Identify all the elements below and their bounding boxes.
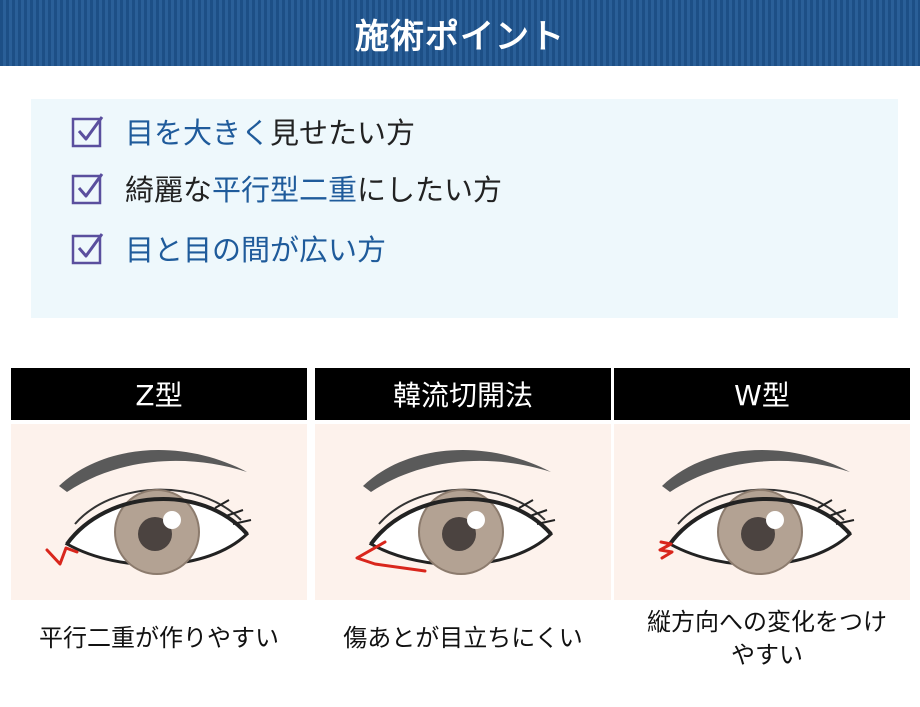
w-incision-mark (658, 540, 674, 560)
checkbox-checked-icon (71, 116, 104, 148)
panel-caption-korean: 傷あとが目立ちにくい (343, 624, 583, 652)
panel-title: Z型 (11, 368, 307, 420)
page-title: 施術ポイント (355, 16, 565, 57)
eyebrow (662, 450, 850, 492)
panel-title: W型 (614, 368, 910, 420)
checkbox-checked-icon (71, 233, 104, 265)
eye-drawing (658, 450, 855, 575)
panel-caption-w: 縦方向への変化をつけ やすい (614, 606, 920, 672)
plain-text: 綺麗な (125, 173, 213, 207)
eyebrow (363, 450, 551, 492)
plain-text: にしたい方 (357, 173, 503, 207)
upper-lash-line (65, 497, 249, 546)
highlighted-text: 平行型二重 (212, 173, 358, 207)
upper-lash-line (668, 497, 852, 546)
eye-illustration (11, 424, 307, 600)
panel-caption-z: 平行二重が作りやすい (39, 624, 279, 652)
eye-highlight (766, 511, 784, 529)
eye-highlight (467, 511, 485, 529)
caption-line: 縦方向への変化をつけ (647, 608, 887, 636)
korean-incision-mark (355, 540, 427, 573)
eye-illustration (315, 424, 611, 600)
plain-text: 見せたい方 (270, 116, 416, 150)
point-text: 目と目の間が広い方 (125, 227, 386, 269)
point-text: 綺麗な平行型二重にしたい方 (125, 167, 502, 209)
point-item-3: 目と目の間が広い方 (71, 228, 386, 268)
highlighted-text: 目を大きく (125, 116, 271, 150)
panel-w-type: W型 (614, 368, 910, 600)
eye-highlight (163, 511, 181, 529)
z-incision-mark (45, 546, 79, 566)
pupil (741, 517, 775, 551)
eyebrow (59, 450, 247, 492)
panel-z-type: Z型 (11, 368, 307, 600)
pupil (442, 517, 476, 551)
caption-line: やすい (731, 641, 803, 669)
header-banner: 施術ポイント (0, 0, 920, 66)
eyelashes (817, 499, 855, 525)
eye-illustration (614, 424, 910, 600)
upper-lash-line (369, 497, 553, 546)
pupil (138, 517, 172, 551)
point-text: 目を大きく見せたい方 (125, 110, 415, 152)
point-item-1: 目を大きく見せたい方 (71, 111, 415, 151)
eyelashes (214, 499, 252, 525)
panel-title: 韓流切開法 (315, 368, 611, 420)
eye-drawing (45, 450, 252, 575)
point-item-2: 綺麗な平行型二重にしたい方 (71, 168, 502, 208)
checkbox-checked-icon (71, 173, 104, 205)
eyelashes (518, 499, 556, 525)
eye-drawing (355, 450, 556, 575)
panel-korean-incision: 韓流切開法 (315, 368, 611, 600)
highlighted-text: 目と目の間が広い方 (125, 233, 387, 267)
treatment-points-box: 目を大きく見せたい方 綺麗な平行型二重にしたい方 目と目の間が広い方 (31, 99, 898, 318)
